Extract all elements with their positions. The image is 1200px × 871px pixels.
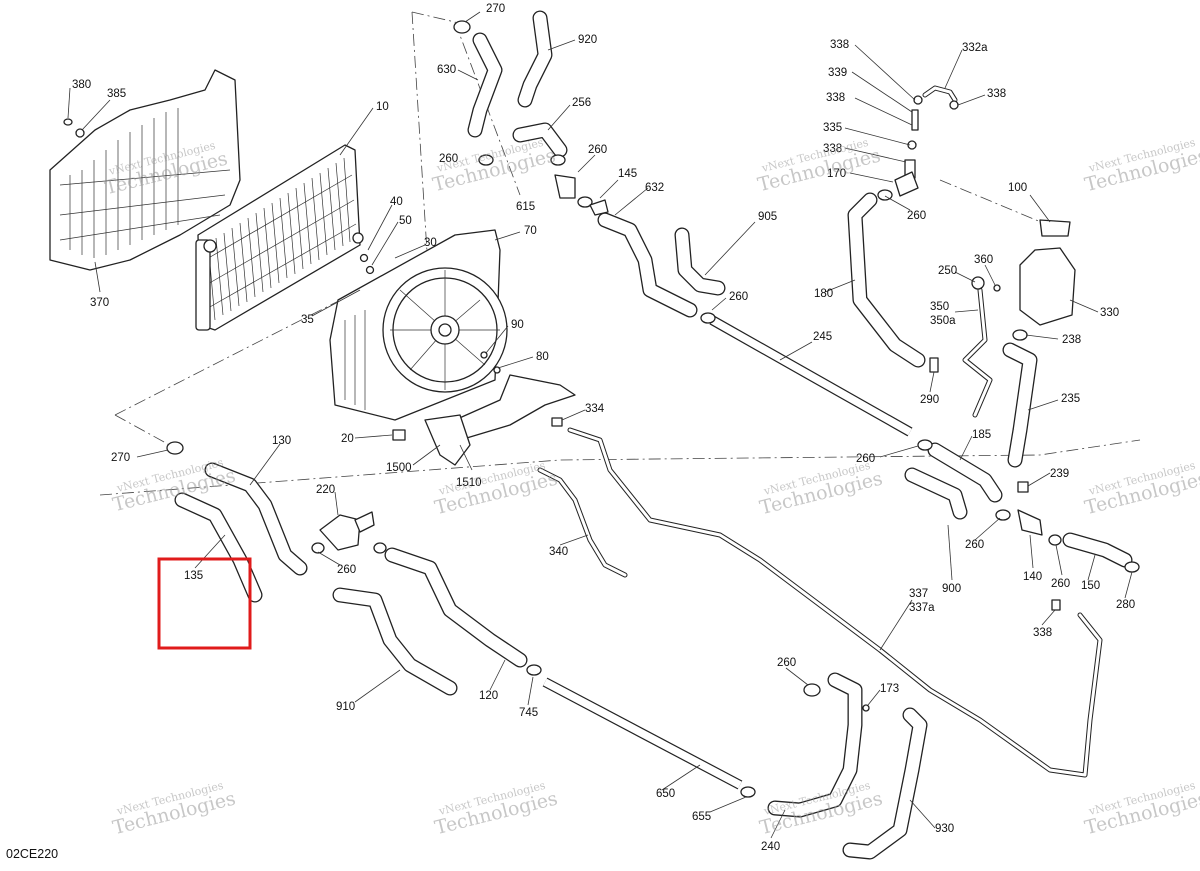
callout: 332a [962, 42, 988, 54]
callout: 170 [827, 168, 846, 180]
reference-lines [99, 11, 1141, 496]
callout: 20 [341, 433, 354, 445]
callout: 50 [399, 215, 412, 227]
hoses [174, 10, 1133, 860]
callout: 239 [1050, 468, 1069, 480]
callout: 260 [777, 657, 796, 669]
fittings-and-clamps [63, 20, 1140, 798]
callout: 655 [692, 811, 711, 823]
callout: 40 [390, 196, 403, 208]
callout: 260 [729, 291, 748, 303]
callout: 650 [656, 788, 675, 800]
callout: 30 [424, 237, 437, 249]
callout-labels: 270 920 630 256 260 615 260 145 632 905 … [72, 3, 1135, 853]
callout: 335 [823, 122, 842, 134]
callout: 290 [920, 394, 939, 406]
callout: 280 [1116, 599, 1135, 611]
callout: 150 [1081, 580, 1100, 592]
callout: 235 [1061, 393, 1080, 405]
callout: 330 [1100, 307, 1119, 319]
callout: 615 [516, 201, 535, 213]
callout: 256 [572, 97, 591, 109]
callout: 10 [376, 101, 389, 113]
callout: 70 [524, 225, 537, 237]
callout: 140 [1023, 571, 1042, 583]
callout: 340 [549, 546, 568, 558]
callout: 1500 [386, 462, 412, 474]
callout: 145 [618, 168, 637, 180]
callout: 35 [301, 314, 314, 326]
callout: 270 [111, 452, 130, 464]
callout: 260 [907, 210, 926, 222]
fan-assembly [329, 229, 508, 421]
highlight-box [157, 557, 252, 650]
callout: 337 [909, 588, 928, 600]
callout: 220 [316, 484, 335, 496]
callout: 350 [930, 301, 949, 313]
callout: 920 [578, 34, 597, 46]
callout: 250 [938, 265, 957, 277]
callout: 900 [942, 583, 961, 595]
callout: 380 [72, 79, 91, 91]
callout: 1510 [456, 477, 482, 489]
callout: 245 [813, 331, 832, 343]
callout: 173 [880, 683, 899, 695]
callout: 338 [826, 92, 845, 104]
callout: 632 [645, 182, 664, 194]
overflow-tubes [537, 85, 1103, 778]
callout: 260 [856, 453, 875, 465]
callout: 80 [536, 351, 549, 363]
callout: 910 [336, 701, 355, 713]
callout: 180 [814, 288, 833, 300]
callout: 745 [519, 707, 538, 719]
callout: 339 [828, 67, 847, 79]
callout: 260 [588, 144, 607, 156]
callout: 337a [909, 602, 935, 614]
callout: 260 [337, 564, 356, 576]
radiator-shroud [49, 69, 241, 271]
callout: 930 [935, 823, 954, 835]
callout: 130 [272, 435, 291, 447]
callout: 630 [437, 64, 456, 76]
callout: 240 [761, 841, 780, 853]
callout: 100 [1008, 182, 1027, 194]
callout: 334 [585, 403, 605, 415]
pipes [542, 315, 913, 790]
diagram-code: 02CE220 [6, 847, 58, 861]
callout: 905 [758, 211, 777, 223]
callout: 338 [987, 88, 1006, 100]
callout: 338 [823, 143, 842, 155]
callout: 385 [107, 88, 126, 100]
callout: 360 [974, 254, 993, 266]
callout: 185 [972, 429, 991, 441]
callout: 338 [1033, 627, 1052, 639]
deflector-bracket [424, 374, 576, 466]
callout: 260 [965, 539, 984, 551]
callout: 90 [511, 319, 524, 331]
callout: 338 [830, 39, 849, 51]
callout: 270 [486, 3, 505, 15]
callout: 370 [90, 297, 109, 309]
callout: 260 [1051, 578, 1070, 590]
leader-lines [67, 11, 1133, 839]
callout: 260 [439, 153, 458, 165]
radiator [195, 144, 364, 331]
callout: 120 [479, 690, 498, 702]
callout: 350a [930, 315, 956, 327]
callout: 238 [1062, 334, 1081, 346]
callout: 135 [184, 570, 203, 582]
